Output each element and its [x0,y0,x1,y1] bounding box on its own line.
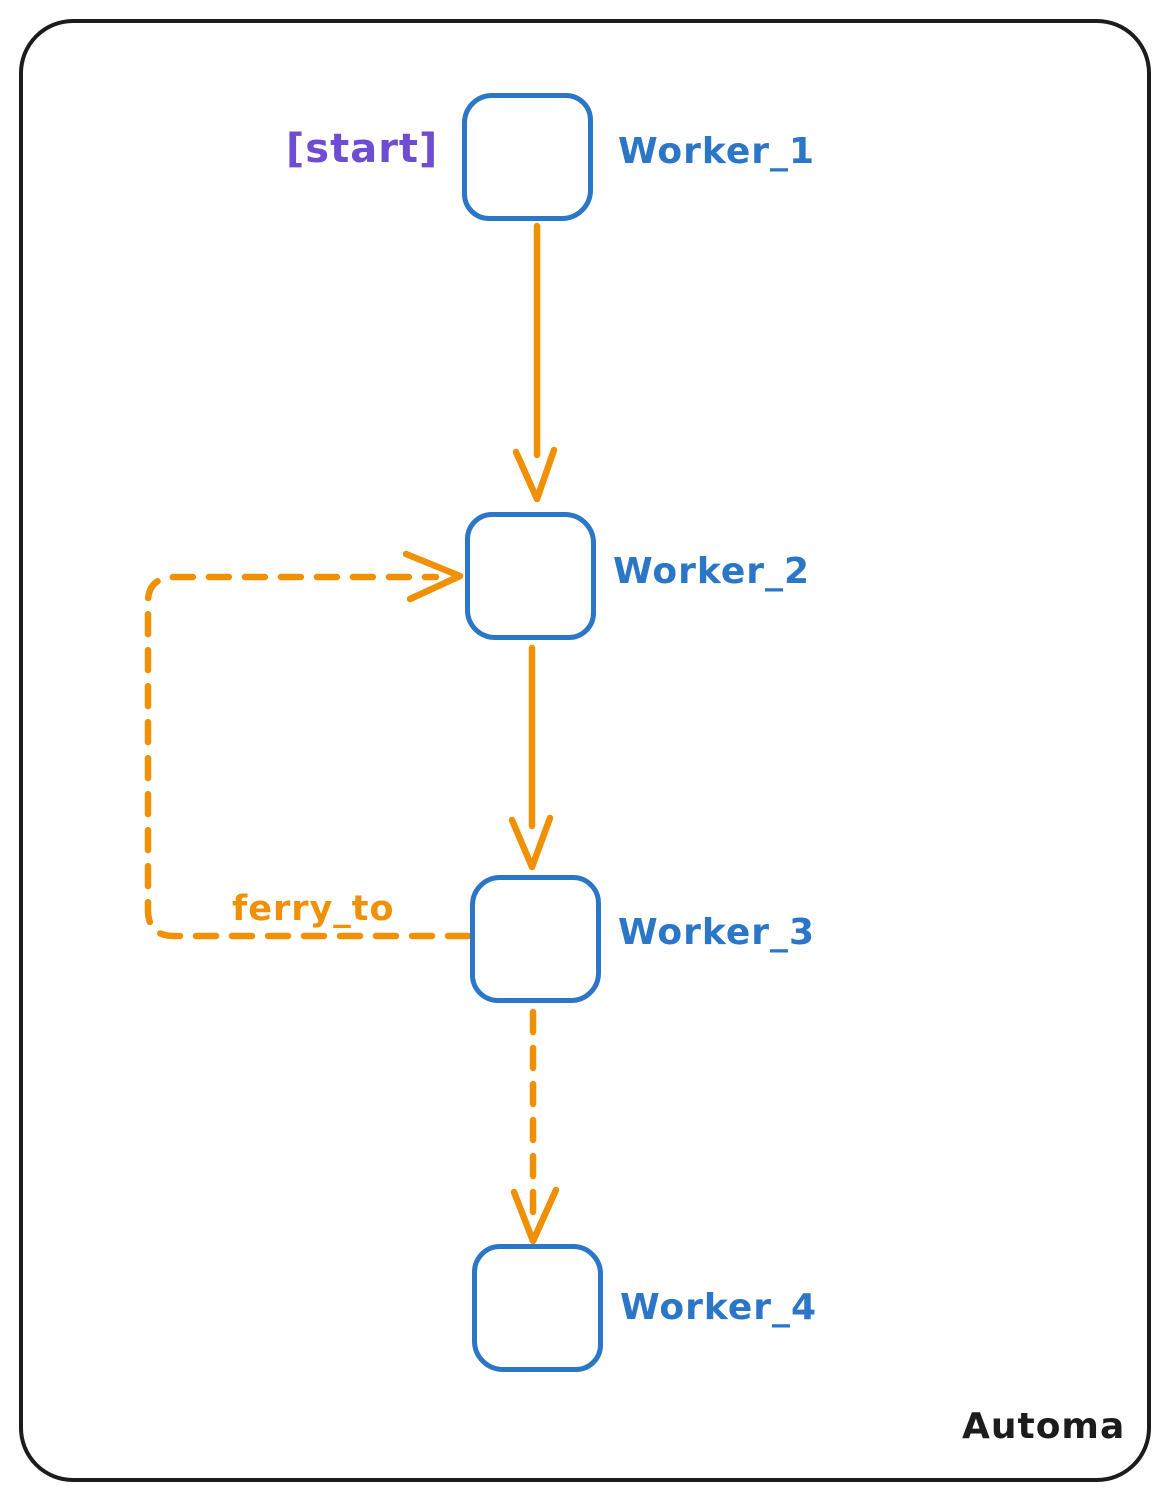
node-worker3[interactable] [470,875,601,1003]
edge-worker2-worker3 [508,644,554,871]
node-label-worker3: Worker_3 [618,912,816,953]
edge-worker1-worker2 [512,222,558,503]
arrowhead-down-icon [512,446,558,503]
node-worker1[interactable] [462,93,593,221]
arrowhead-down-icon [508,814,554,871]
node-worker2[interactable] [465,512,596,640]
start-tag: [start] [286,126,439,172]
edge-label-ferry-to: ferry_to [232,889,395,929]
edge-worker3-worker2-loop [144,550,472,940]
diagram-frame [19,19,1151,1482]
node-label-worker4: Worker_4 [620,1287,818,1328]
node-label-worker1: Worker_1 [618,131,816,172]
arrowhead-right-icon [402,550,464,603]
node-worker4[interactable] [472,1244,603,1372]
node-label-worker2: Worker_2 [613,551,811,592]
arrowhead-down-icon [510,1186,560,1245]
automa-watermark: Automa [962,1406,1126,1447]
edge-worker3-worker4 [510,1008,560,1245]
